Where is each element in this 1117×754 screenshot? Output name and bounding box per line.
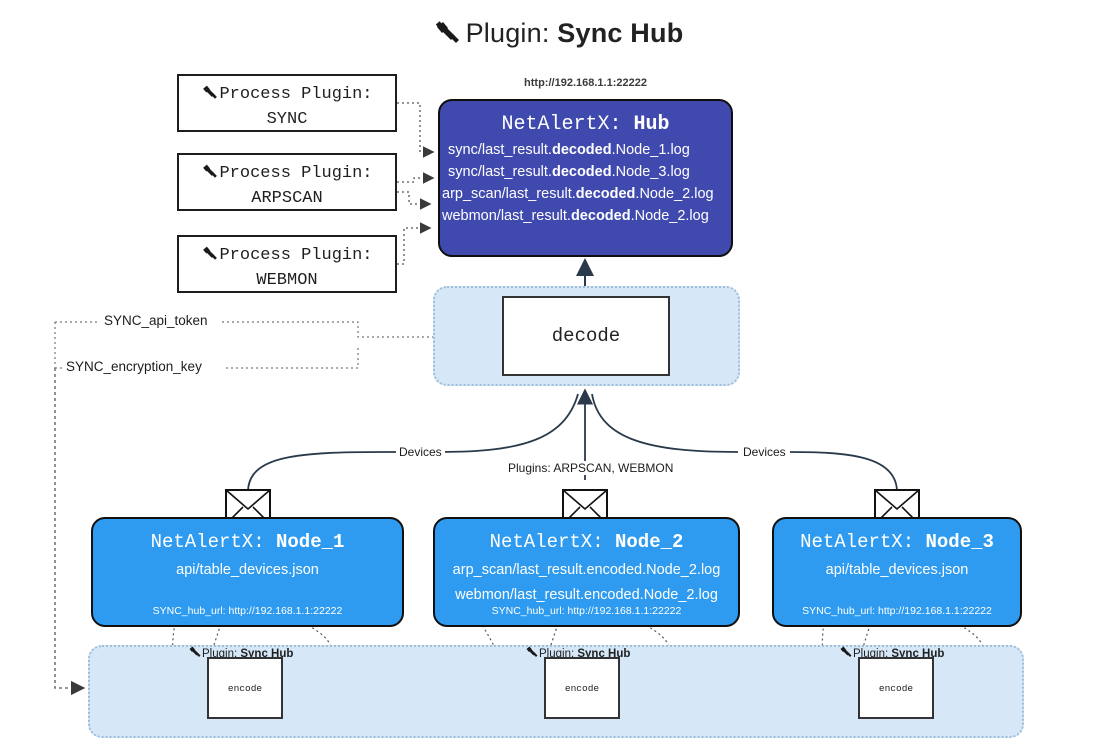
node-title: NetAlertX: Node_2 (489, 531, 684, 553)
page-title: Plugin: Sync Hub (0, 18, 1117, 52)
sync-encryption-key-label: SYNC_encryption_key (62, 359, 206, 374)
hub-log-line: webmon/last_result.decoded.Node_2.log (442, 208, 709, 224)
node-footer: SYNC_hub_url: http://192.168.1.1:22222 (491, 605, 682, 617)
title-prefix: Plugin: (465, 18, 558, 48)
decode-box[interactable]: decode (502, 296, 670, 376)
node-title: NetAlertX: Node_1 (150, 531, 345, 553)
node-line: api/table_devices.json (825, 562, 969, 578)
sync-api-token-label: SYNC_api_token (100, 313, 212, 328)
encode-box-1[interactable]: encode (207, 657, 283, 719)
process-plugin-webmon[interactable]: Process Plugin: WEBMON (177, 235, 397, 293)
hub-title: NetAlertX: Hub (501, 113, 670, 136)
node-footer: SYNC_hub_url: http://192.168.1.1:22222 (152, 605, 343, 617)
node-box-1[interactable]: NetAlertX: Node_1 api/table_devices.json… (91, 517, 404, 627)
node-box-2[interactable]: NetAlertX: Node_2 arp_scan/last_result.e… (433, 517, 740, 627)
edge-label-devices-left: Devices (396, 445, 445, 459)
edge-label-devices-right: Devices (740, 445, 789, 459)
title-name: Sync Hub (557, 18, 684, 48)
hub-url-label: http://192.168.1.1:22222 (524, 77, 647, 89)
edge-label-plugins: Plugins: ARPSCAN, WEBMON (505, 461, 677, 475)
node-title: NetAlertX: Node_3 (800, 531, 994, 553)
node-box-3[interactable]: NetAlertX: Node_3 api/table_devices.json… (772, 517, 1022, 627)
node-line: webmon/last_result.encoded.Node_2.log (455, 587, 718, 603)
process-plugin-arpscan[interactable]: Process Plugin: ARPSCAN (177, 153, 397, 211)
process-plugin-arpscan-name: ARPSCAN (251, 188, 323, 208)
process-plugin-sync[interactable]: Process Plugin: SYNC (177, 74, 397, 132)
hub-log-line: sync/last_result.decoded.Node_3.log (448, 164, 690, 180)
encode-box-3[interactable]: encode (858, 657, 934, 719)
node-line: arp_scan/last_result.encoded.Node_2.log (452, 562, 721, 578)
plug-icon (434, 21, 462, 52)
node-footer: SYNC_hub_url: http://192.168.1.1:22222 (802, 605, 992, 617)
hub-log-line: arp_scan/last_result.decoded.Node_2.log (442, 186, 714, 202)
node-line: api/table_devices.json (176, 562, 319, 578)
encode-box-2[interactable]: encode (544, 657, 620, 719)
process-plugin-sync-name: SYNC (266, 109, 308, 129)
process-plugin-sync-label: Process Plugin: (179, 83, 395, 108)
hub-node[interactable]: NetAlertX: Hub sync/last_result.decoded.… (438, 99, 733, 257)
process-plugin-arpscan-label: Process Plugin: (179, 162, 395, 187)
process-plugin-webmon-label: Process Plugin: (179, 244, 395, 269)
hub-log-line: sync/last_result.decoded.Node_1.log (448, 142, 690, 158)
process-plugin-webmon-name: WEBMON (256, 270, 318, 290)
